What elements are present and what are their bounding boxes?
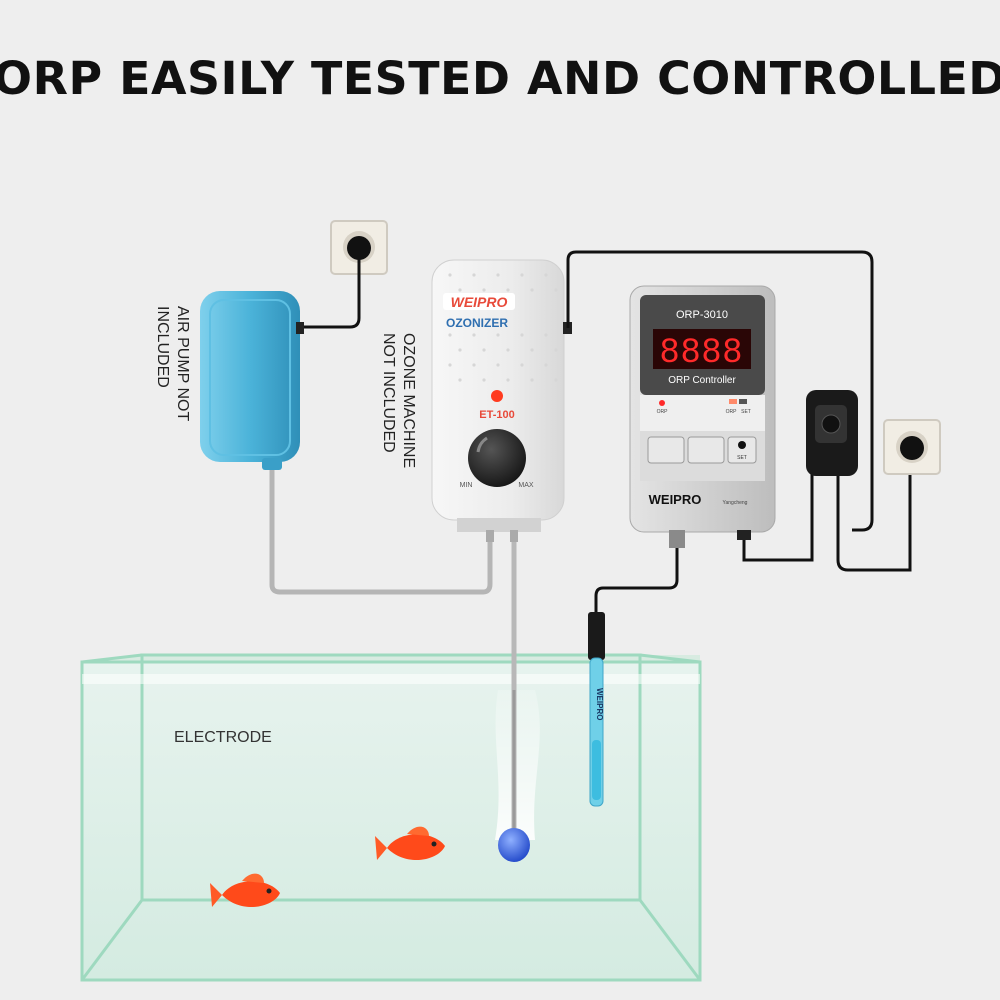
ozonizer-power-led	[491, 390, 503, 402]
vent-dot	[458, 348, 462, 352]
mode-set-label: SET	[741, 409, 751, 415]
controller-display: 8888	[660, 332, 744, 370]
adapter-cord	[836, 462, 912, 572]
air-pump	[200, 291, 304, 470]
vent-dot	[482, 288, 486, 292]
vent-dot	[530, 348, 534, 352]
electrode-label: ELECTRODE	[174, 729, 272, 746]
vent-dot	[544, 363, 548, 367]
controller-set-button[interactable]	[727, 436, 757, 464]
relay-plug-adapter	[806, 390, 858, 476]
ozonizer-name: OZONIZER	[446, 316, 508, 330]
controller-title: ORP Controller	[668, 375, 736, 386]
ozone-caption-line1: OZONE MACHINE	[400, 333, 417, 469]
vent-dots	[448, 273, 558, 382]
bubble-column	[495, 690, 540, 840]
vent-dot	[506, 348, 510, 352]
vent-dot	[520, 363, 524, 367]
vent-dot	[554, 348, 558, 352]
air-stone	[498, 828, 530, 862]
ozonizer-brand: WEIPRO	[451, 294, 508, 310]
headline: ORP EASILY TESTED AND CONTROLLED	[0, 52, 1000, 105]
orp-probe: WEIPRO	[588, 612, 605, 807]
vent-dot	[472, 363, 476, 367]
ozonizer-relay-cable	[566, 250, 874, 532]
vent-dot	[496, 363, 500, 367]
vent-dot	[506, 288, 510, 292]
orp-indicator-label: ORP	[657, 409, 669, 415]
vent-dot	[554, 378, 558, 382]
tank-glass-edges	[80, 653, 702, 982]
ozonizer-knob[interactable]	[468, 429, 526, 487]
controller-power-cord	[742, 472, 814, 562]
vent-dot	[458, 378, 462, 382]
ozone-machine-caption: OZONE MACHINE NOT INCLUDED	[378, 333, 418, 468]
vent-dot	[544, 333, 548, 337]
aquarium-tank	[80, 653, 702, 982]
ozone-caption-line2: NOT INCLUDED	[380, 333, 397, 453]
pump-power-cord	[300, 258, 361, 329]
controller-brand-sub: Yangcheng	[723, 500, 748, 506]
orp-controller: ORP-3010 8888 ORP Controller ORP ORP SET…	[629, 285, 776, 548]
orp-indicator-led	[659, 400, 665, 406]
vent-dot	[520, 273, 524, 277]
vent-dot	[482, 348, 486, 352]
wall-socket-left	[330, 220, 388, 275]
controller-button-1[interactable]	[647, 436, 685, 464]
vent-dot	[482, 378, 486, 382]
controller-button-2[interactable]	[687, 436, 725, 464]
air-pump-caption: AIR PUMP NOT INCLUDED	[152, 306, 192, 421]
controller-model: ORP-3010	[676, 309, 728, 321]
wall-socket-right	[883, 419, 941, 475]
probe-brand: WEIPRO	[595, 688, 604, 720]
mode-orp-label: ORP	[726, 409, 738, 415]
knob-max-label: MAX	[518, 482, 534, 489]
air-pump-caption-line1: AIR PUMP NOT	[174, 306, 191, 422]
tank-water	[82, 662, 700, 980]
vent-dot	[496, 273, 500, 277]
vent-dot	[506, 378, 510, 382]
vent-dot	[458, 288, 462, 292]
vent-dot	[448, 363, 452, 367]
vent-dot	[554, 288, 558, 292]
air-pump-caption-line2: INCLUDED	[154, 306, 171, 388]
vent-dot	[472, 273, 476, 277]
vent-dot	[496, 333, 500, 337]
vent-dot	[448, 273, 452, 277]
set-button-label: SET	[737, 455, 747, 461]
air-tube	[269, 468, 493, 595]
ozonizer-model: ET-100	[479, 409, 514, 421]
knob-min-label: MIN	[460, 482, 473, 489]
fish-2	[210, 873, 280, 908]
probe-cable	[594, 548, 679, 615]
vent-dot	[472, 333, 476, 337]
vent-dot	[520, 333, 524, 337]
vent-dot	[448, 333, 452, 337]
fish-1	[375, 826, 445, 861]
controller-brand: WEIPRO	[649, 492, 702, 507]
vent-dot	[530, 378, 534, 382]
vent-dot	[530, 288, 534, 292]
ozonizer-unit: WEIPRO OZONIZER ET-100 MIN MAX	[431, 259, 572, 542]
vent-dot	[544, 273, 548, 277]
